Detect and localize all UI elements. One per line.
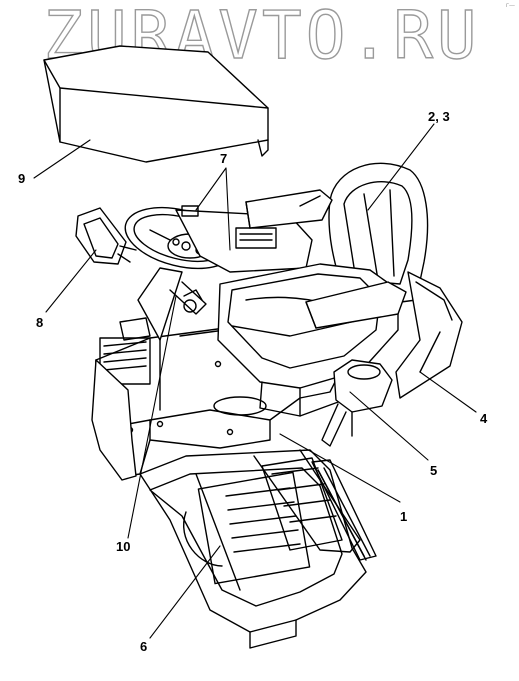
roof-panel — [43, 45, 269, 163]
steering-column — [137, 267, 207, 341]
callout-1: 1 — [400, 509, 408, 524]
floor-pan — [139, 449, 367, 649]
callout-10: 10 — [116, 539, 131, 554]
leader-lines — [33, 123, 477, 639]
callout-4: 4 — [480, 411, 488, 426]
corner-mark: г— — [505, 2, 515, 9]
right-side-panel — [395, 271, 463, 399]
callout-7: 7 — [220, 151, 228, 166]
callout-6: 6 — [140, 639, 148, 654]
operator-seat — [217, 162, 429, 417]
seat-rail — [311, 459, 377, 561]
joystick-control — [321, 359, 393, 447]
callout-9: 9 — [18, 171, 26, 186]
callout-5: 5 — [430, 463, 438, 478]
display-monitor — [75, 207, 137, 265]
floor-plate — [261, 457, 343, 551]
left-console — [91, 317, 151, 481]
callout-8: 8 — [36, 315, 44, 330]
callout-2-3: 2, 3 — [428, 109, 450, 124]
